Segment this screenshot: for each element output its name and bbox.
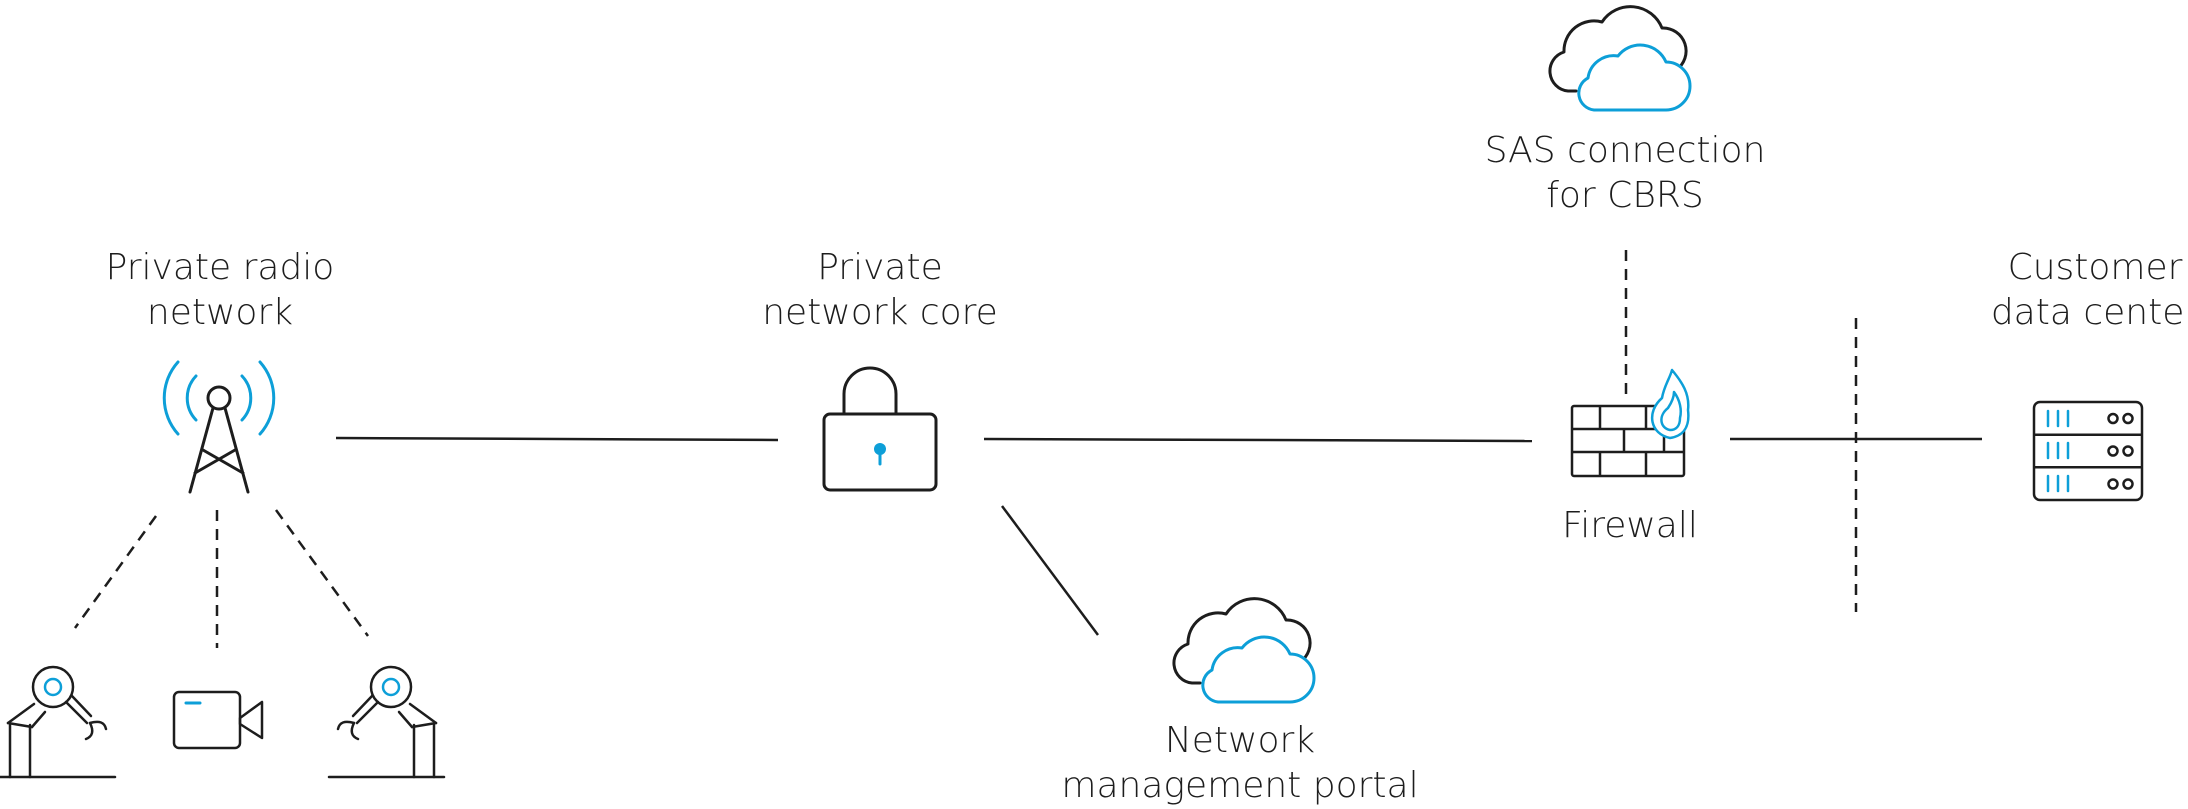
cloud-icon <box>1172 597 1316 704</box>
firewall-label: Firewall <box>1480 503 1780 548</box>
link-core-portal <box>1000 505 1100 636</box>
firewall-icon <box>1570 368 1690 478</box>
server-rack-icon <box>2032 400 2144 502</box>
label-line: Private <box>817 247 943 288</box>
dashed-connectors <box>73 250 1858 648</box>
radio-tower-icon <box>162 360 276 494</box>
video-camera-icon <box>172 690 264 750</box>
label-line: network core <box>762 292 998 333</box>
link-core-firewall <box>983 437 1533 443</box>
label-line: network <box>146 292 294 333</box>
sas-connection-label: SAS connection for CBRS <box>1440 128 1810 218</box>
label-line: Customer <box>2007 247 2183 288</box>
label-line: Private radio <box>105 247 335 288</box>
label-line: Firewall <box>1562 505 1698 546</box>
label-line: management portal <box>1061 765 1419 806</box>
label-line: for CBRS <box>1546 175 1704 216</box>
wireless-link-right <box>274 509 370 637</box>
robot-arm-icon <box>0 665 117 779</box>
robot-arm-icon <box>327 665 446 779</box>
link-radio-core <box>335 436 779 442</box>
network-management-portal-label: Network management portal <box>1040 718 1440 808</box>
label-line: data center <box>1990 292 2188 333</box>
padlock-icon <box>822 366 938 492</box>
private-radio-network-label: Private radio network <box>60 245 380 335</box>
private-network-core-label: Private network core <box>720 245 1040 335</box>
connectors <box>335 436 1982 636</box>
cloud-icon <box>1548 5 1692 112</box>
label-line: Network <box>1164 720 1316 761</box>
label-line: SAS connection <box>1484 130 1766 171</box>
wireless-link-left <box>73 515 158 629</box>
customer-data-center-label: Customer data center <box>1975 245 2188 335</box>
